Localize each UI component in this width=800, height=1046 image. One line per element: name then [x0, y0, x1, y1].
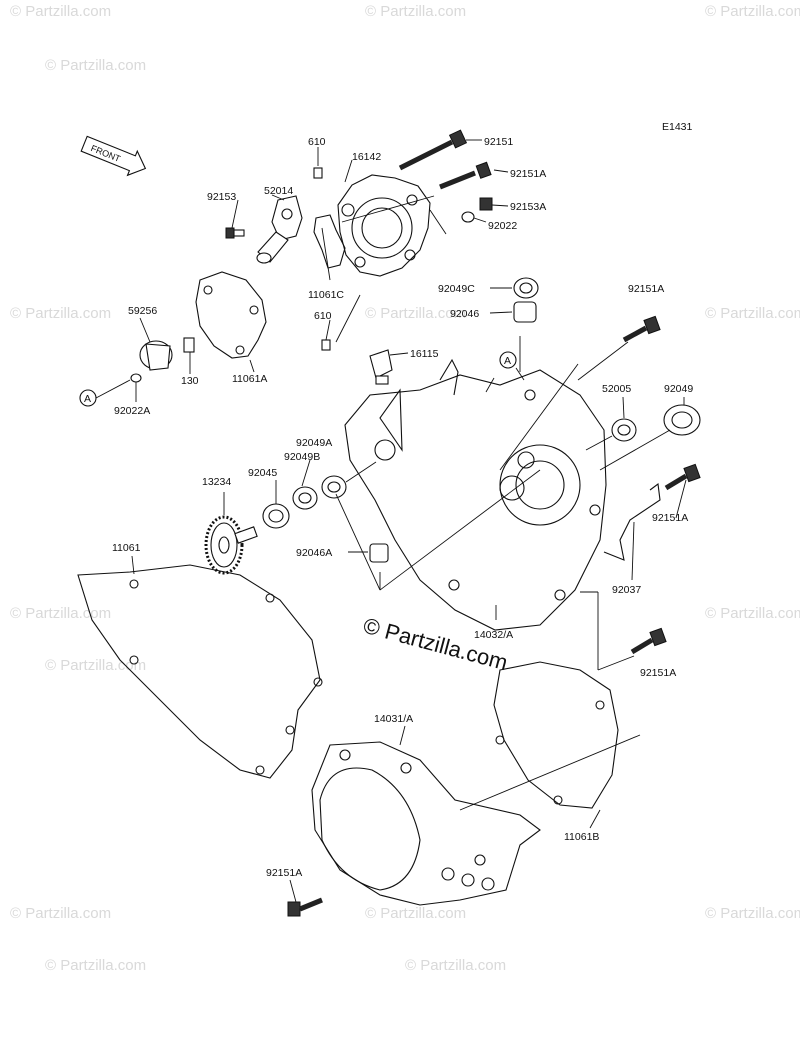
leader-lines — [95, 139, 687, 903]
callout-610-bottom: 610 — [314, 310, 332, 322]
callout-11061: 11061 — [112, 542, 141, 554]
bolt-92151A-bottom — [287, 897, 323, 917]
callout-92151A: 92151A — [510, 168, 546, 180]
callout-92022: 92022 — [488, 220, 517, 232]
washer-92022A — [130, 373, 142, 383]
bolt-92153A — [479, 197, 493, 211]
callout-92037: 92037 — [612, 584, 641, 596]
diagram-code: E1431 — [662, 121, 693, 133]
callout-16115: 16115 — [410, 348, 439, 360]
callout-92049A: 92049A — [296, 437, 332, 449]
watermark: © Partzilla.com — [705, 3, 800, 20]
gasket-11061 — [77, 564, 321, 779]
callout-92153: 92153 — [207, 191, 236, 203]
seal-92049A — [321, 475, 347, 499]
dowel-pin-610-bottom — [321, 339, 331, 351]
ref-marker-label: A — [504, 355, 511, 367]
bolt-92151A-right — [622, 315, 661, 343]
impeller-59256 — [139, 340, 173, 371]
bolt-92151A-upper — [439, 161, 492, 190]
watermark: © Partzilla.com — [365, 305, 466, 322]
bolt-130 — [183, 337, 195, 353]
dowel-pin-610-top — [313, 167, 323, 179]
watermark: © Partzilla.com — [365, 905, 466, 922]
seal-92049 — [663, 404, 701, 436]
callout-92151A: 92151A — [640, 667, 676, 679]
callout-92049: 92049 — [664, 383, 693, 395]
breather-16115 — [369, 349, 393, 385]
callout-610-top: 610 — [308, 136, 326, 148]
gear-13234 — [204, 515, 258, 575]
cover-gasket-11061C — [313, 214, 346, 269]
callout-92151: 92151 — [484, 136, 513, 148]
bolt-92151A-lower — [630, 627, 667, 655]
bearing-52005 — [611, 418, 637, 442]
callout-labels: 610 16142 92151 92151A 92153 52014 92153… — [112, 136, 693, 879]
clutch-cover-14032A — [344, 358, 607, 631]
watermark: © Partzilla.com — [10, 905, 111, 922]
gasket-11061A — [195, 271, 267, 359]
ref-marker — [499, 351, 517, 369]
callout-92046A: 92046A — [296, 547, 332, 559]
callout-14031A: 14031/A — [374, 713, 413, 725]
callout-92151A: 92151A — [652, 512, 688, 524]
seal-92049B — [292, 486, 318, 510]
callout-92153A: 92153A — [510, 201, 546, 213]
bolt-92151A-mid — [664, 463, 701, 491]
callout-92151A: 92151A — [266, 867, 302, 879]
bearing-92045 — [262, 503, 290, 529]
front-arrow: FRONT — [80, 135, 147, 177]
water-pump-cover — [337, 174, 431, 277]
watermark: © Partzilla.com — [365, 3, 466, 20]
ref-marker-label: A — [84, 393, 91, 405]
watermark: © Partzilla.com — [45, 957, 146, 974]
long-bolt-92151 — [398, 129, 468, 171]
callout-92049C: 92049C — [438, 283, 475, 295]
callout-92046: 92046 — [450, 308, 479, 320]
watermark: © Partzilla.com — [405, 957, 506, 974]
callout-14032A: 14032/A — [474, 629, 513, 641]
callout-11061C: 11061C — [308, 289, 344, 301]
callout-16142: 16142 — [352, 151, 381, 163]
callout-92045: 92045 — [248, 467, 277, 479]
watermark: © Partzilla.com — [705, 605, 800, 622]
pipe-fitting-52014 — [256, 195, 303, 264]
callout-13234: 13234 — [202, 476, 231, 488]
watermark: © Partzilla.com — [10, 605, 111, 622]
watermark: © Partzilla.com — [10, 305, 111, 322]
watermarks: © Partzilla.com © Partzilla.com © Partzi… — [10, 3, 800, 974]
callout-52005: 52005 — [602, 383, 631, 395]
washer-92022 — [461, 211, 475, 223]
watermark: © Partzilla.com — [45, 57, 146, 74]
gasket-11061B — [493, 661, 619, 809]
callout-92022A: 92022A — [114, 405, 150, 417]
pipe-92037 — [603, 482, 661, 561]
callout-52014: 52014 — [264, 185, 293, 197]
callout-130: 130 — [181, 375, 199, 387]
callout-11061A: 11061A — [232, 373, 267, 385]
bearing-92046 — [513, 301, 537, 323]
seal-92049C — [513, 277, 539, 299]
callout-59256: 59256 — [128, 305, 157, 317]
watermark: © Partzilla.com — [705, 905, 800, 922]
magneto-cover-14031A — [311, 741, 541, 906]
callout-11061B: 11061B — [564, 831, 599, 843]
bolt-92153 — [225, 227, 245, 239]
callout-92049B: 92049B — [284, 451, 320, 463]
callout-92151A: 92151A — [628, 283, 664, 295]
watermark: © Partzilla.com — [705, 305, 800, 322]
watermark: © Partzilla.com — [10, 3, 111, 20]
needle-bearing-92046A — [369, 543, 389, 563]
